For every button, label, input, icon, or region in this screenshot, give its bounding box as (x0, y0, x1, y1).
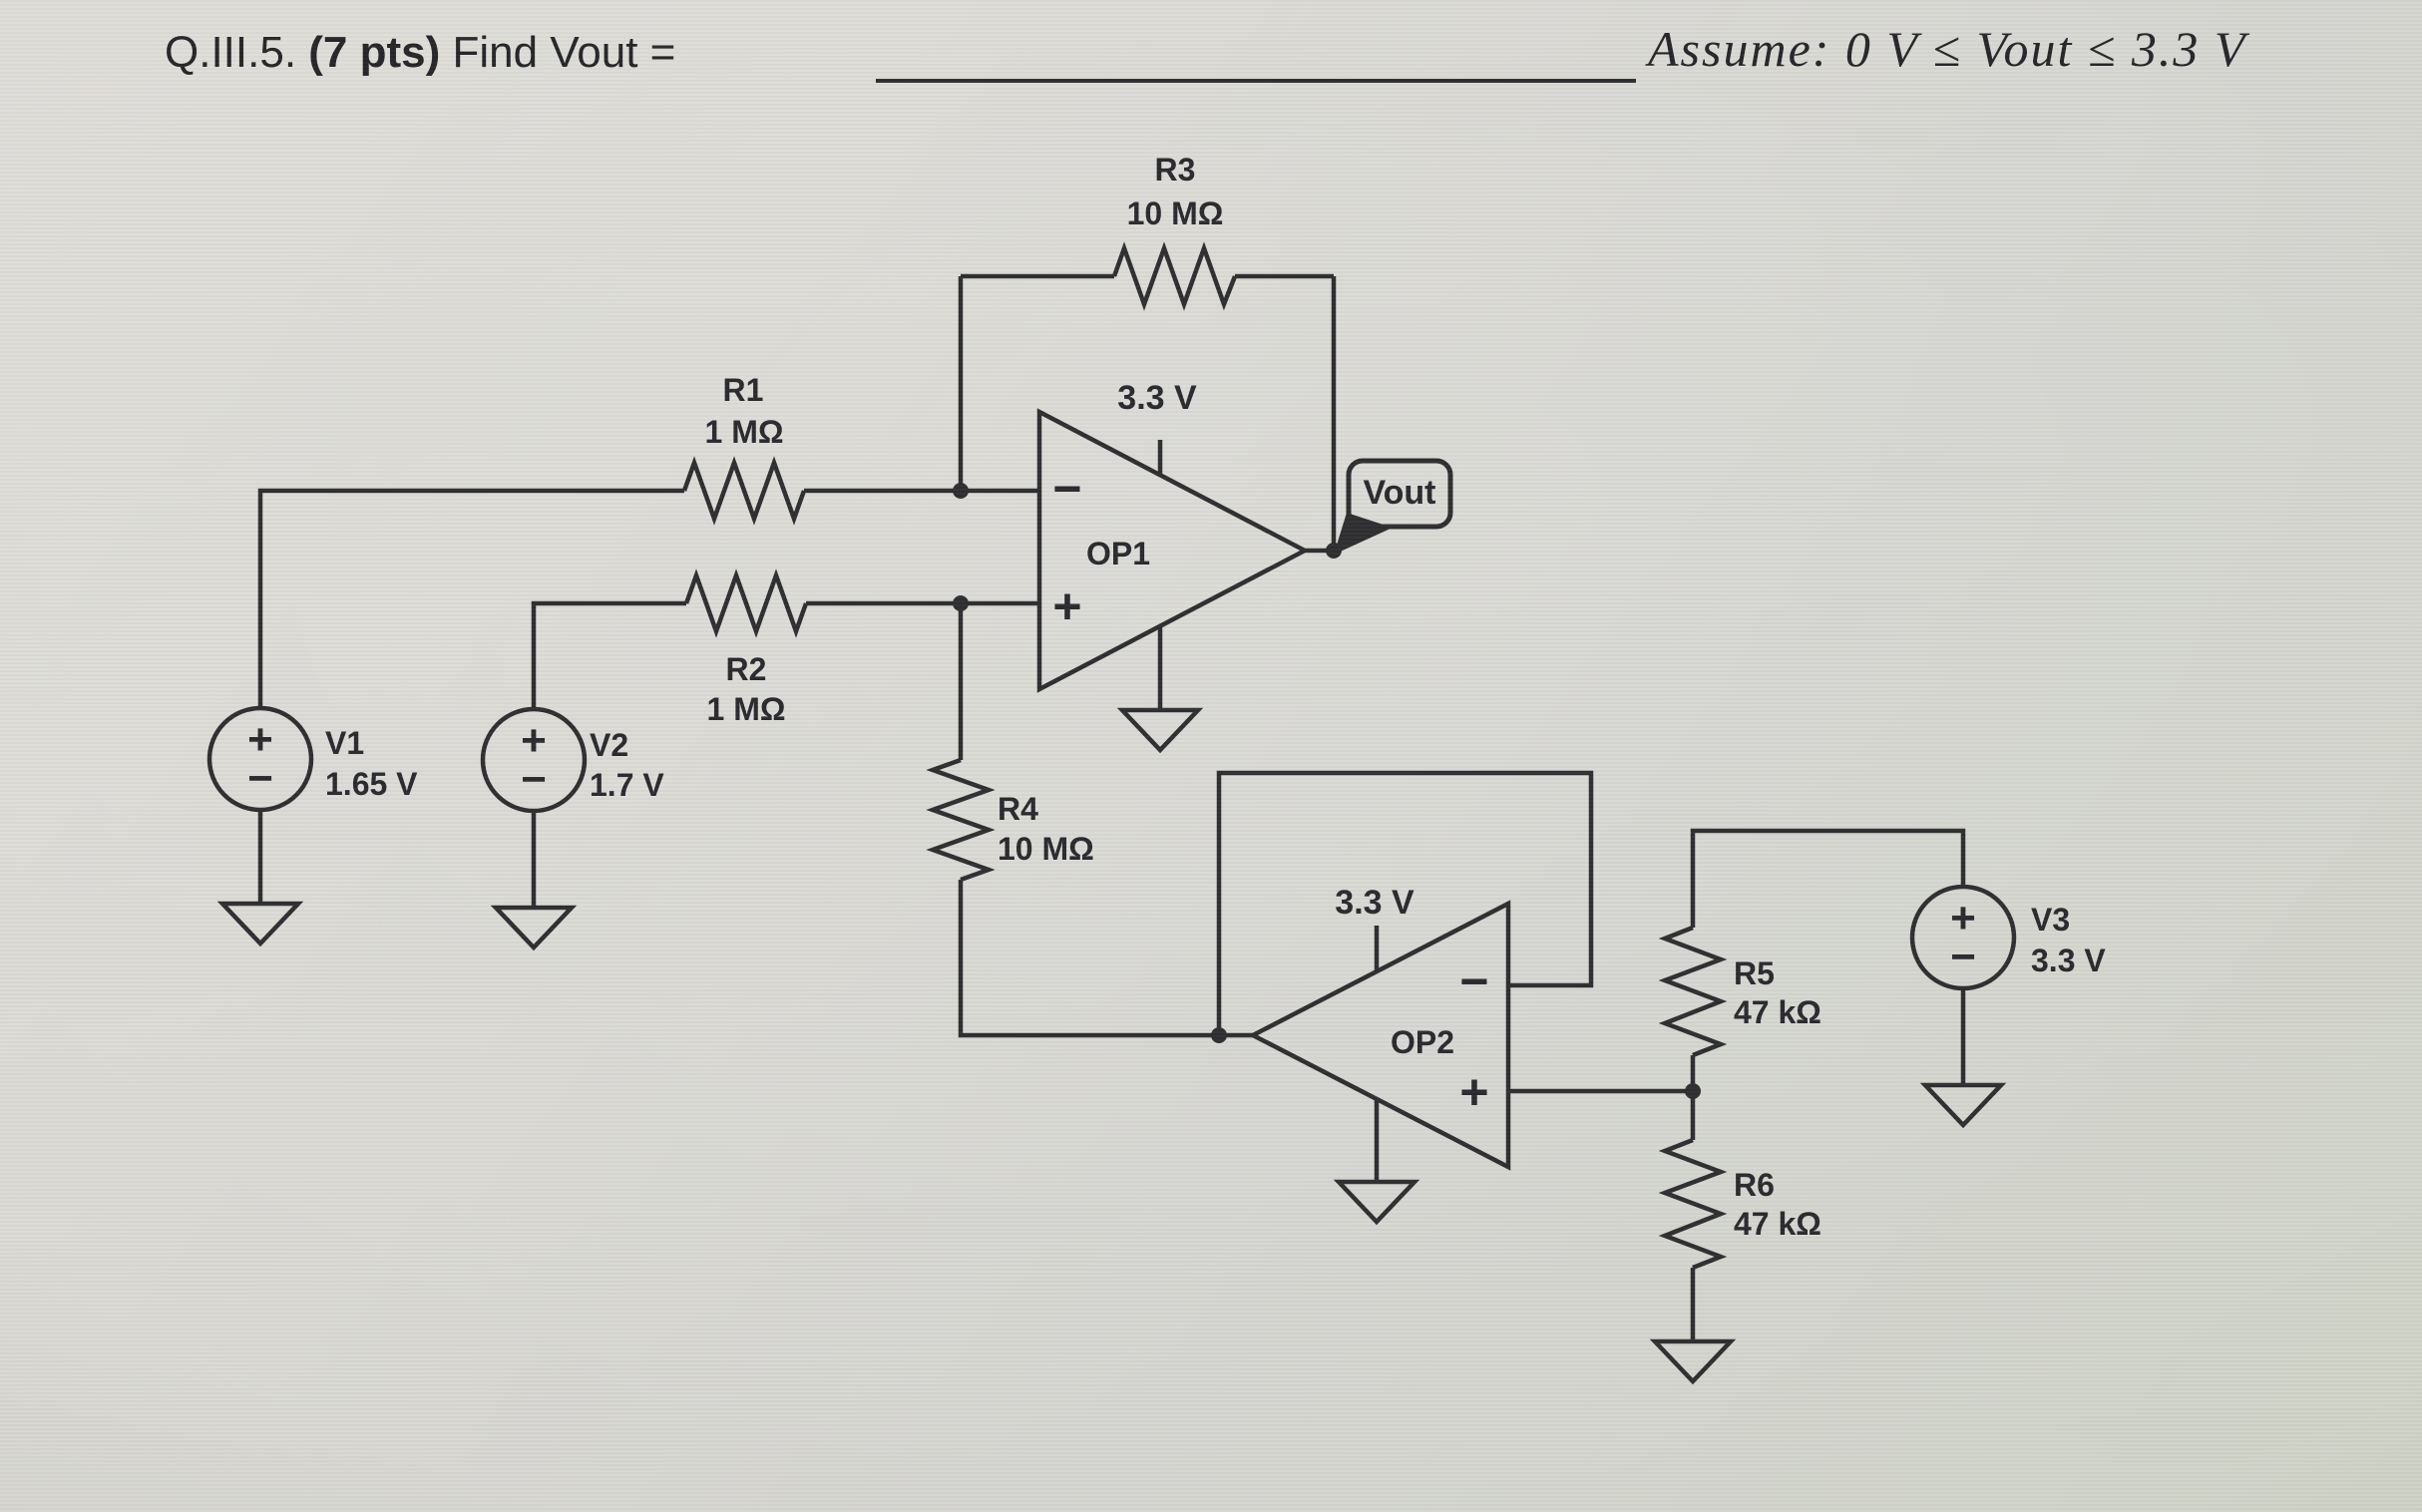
op2-plus-input-sign: + (1459, 1063, 1489, 1120)
assumption-text: Assume: 0 V ≤ Vout ≤ 3.3 V (1648, 21, 2247, 77)
v3-value: 3.3 V (2031, 943, 2106, 978)
r4-label: R4 (998, 791, 1038, 827)
junction-dots (953, 483, 1701, 1099)
r5-label: R5 (1734, 955, 1775, 991)
r4-branch (926, 603, 1253, 1038)
v1-plus-sign: + (247, 714, 273, 764)
v1-value: 1.65 V (325, 766, 418, 802)
r1-label: R1 (722, 372, 764, 409)
r1-value: 1 MΩ (704, 414, 784, 451)
r4-resistor-symbol (926, 757, 996, 883)
vout-label: Vout (1363, 474, 1436, 513)
r2-label: R2 (725, 651, 767, 688)
v3-source-symbol (1909, 884, 2017, 1129)
r6-value: 47 kΩ (1734, 1206, 1821, 1242)
v3-ground-symbol (1919, 1082, 2007, 1129)
op1-name-label: OP1 (1085, 536, 1151, 572)
op2-symbol (1248, 900, 1511, 1226)
op2-minus-input-sign: − (1459, 952, 1489, 1009)
op1-feedback-loop (958, 241, 1337, 551)
v2-minus-sign: − (521, 754, 547, 804)
op1-ground-symbol (1116, 707, 1204, 754)
vout-callout (1334, 458, 1453, 555)
r4-value: 10 MΩ (998, 831, 1094, 867)
r1-resistor-symbol (681, 456, 1039, 526)
r5-resistor-symbol (1658, 925, 1728, 1058)
r3-label: R3 (1154, 152, 1196, 189)
op2-name-label: OP2 (1390, 1024, 1455, 1061)
op2-feedback-loop (1216, 770, 1594, 1035)
r2-value: 1 MΩ (706, 691, 786, 728)
r3-value: 10 MΩ (1126, 195, 1224, 232)
op2-ground-symbol (1333, 1179, 1420, 1226)
r5-value: 47 kΩ (1734, 994, 1821, 1030)
op2-supply-label: 3.3 V (1335, 884, 1414, 923)
r6-label: R6 (1734, 1167, 1775, 1203)
v3-label: V3 (2031, 902, 2071, 938)
v3-plus-sign: + (1950, 893, 1976, 943)
v1-minus-sign: − (247, 753, 273, 803)
v2-source-symbol (480, 600, 686, 951)
r6-ground-symbol (1649, 1338, 1737, 1385)
op1-plus-input-sign: + (1052, 577, 1082, 634)
question-number: Q.III.5. (165, 28, 297, 77)
r6-resistor-symbol (1658, 1137, 1728, 1271)
r5-branch (1658, 828, 1966, 1140)
v2-value: 1.7 V (590, 767, 664, 803)
v3-minus-sign: − (1950, 932, 1976, 981)
v2-label: V2 (590, 727, 629, 763)
op1-supply-label: 3.3 V (1117, 379, 1197, 418)
r6-branch (1649, 1137, 1737, 1385)
op1-symbol (1036, 408, 1334, 754)
question-prompt: Find Vout = (452, 28, 676, 77)
question-title: Q.III.5. (7 pts) Find Vout = (165, 28, 675, 78)
question-points: (7 pts) (308, 28, 441, 77)
answer-blank-line (876, 41, 1636, 83)
op1-minus-input-sign: − (1052, 460, 1082, 517)
v1-label: V1 (325, 725, 365, 761)
r2-resistor-symbol (683, 568, 1039, 638)
r3-resistor-symbol (1111, 241, 1238, 311)
v1-source-symbol (206, 488, 684, 947)
v2-plus-sign: + (521, 715, 547, 765)
